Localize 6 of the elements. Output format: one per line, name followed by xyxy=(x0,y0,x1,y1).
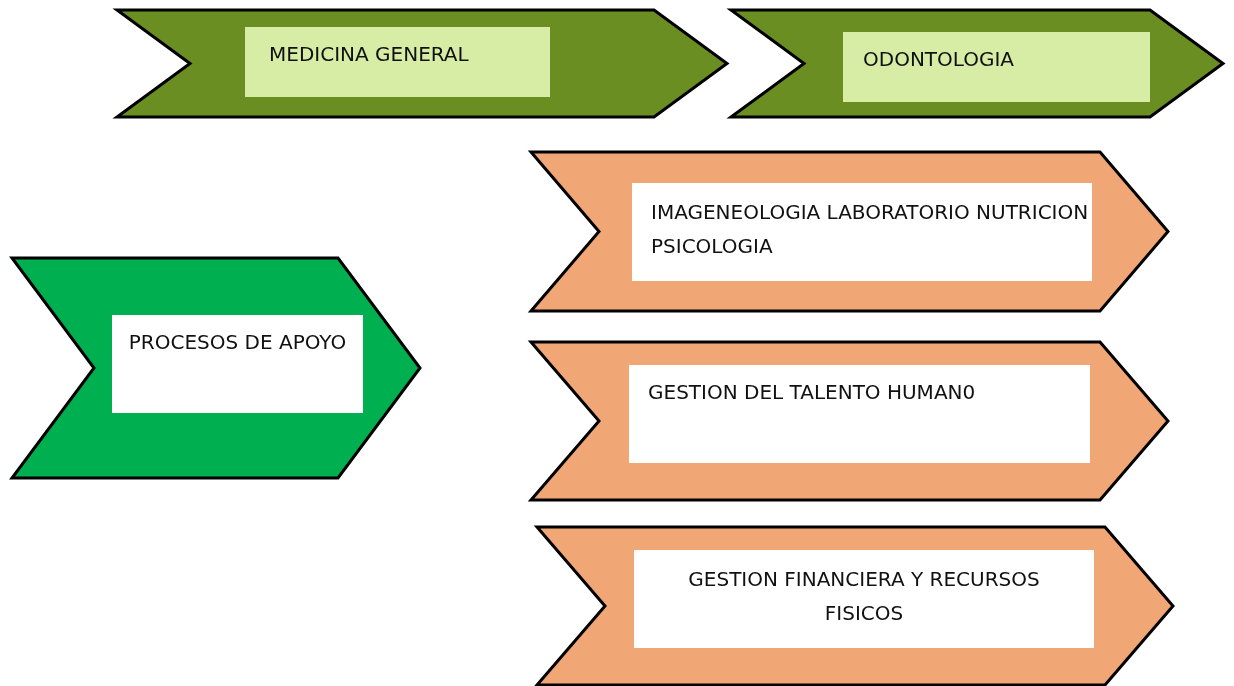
process-label: PROCESOS DE APOYO xyxy=(112,315,363,413)
process-label: GESTION DEL TALENTO HUMAN0 xyxy=(629,365,1090,463)
process-label: MEDICINA GENERAL xyxy=(245,27,550,97)
process-label: GESTION FINANCIERA Y RECURSOS FISICOS xyxy=(634,550,1094,648)
process-label: IMAGENEOLOGIA LABORATORIO NUTRICION PSICOLOGIA xyxy=(632,183,1092,281)
process-label: ODONTOLOGIA xyxy=(843,32,1150,102)
